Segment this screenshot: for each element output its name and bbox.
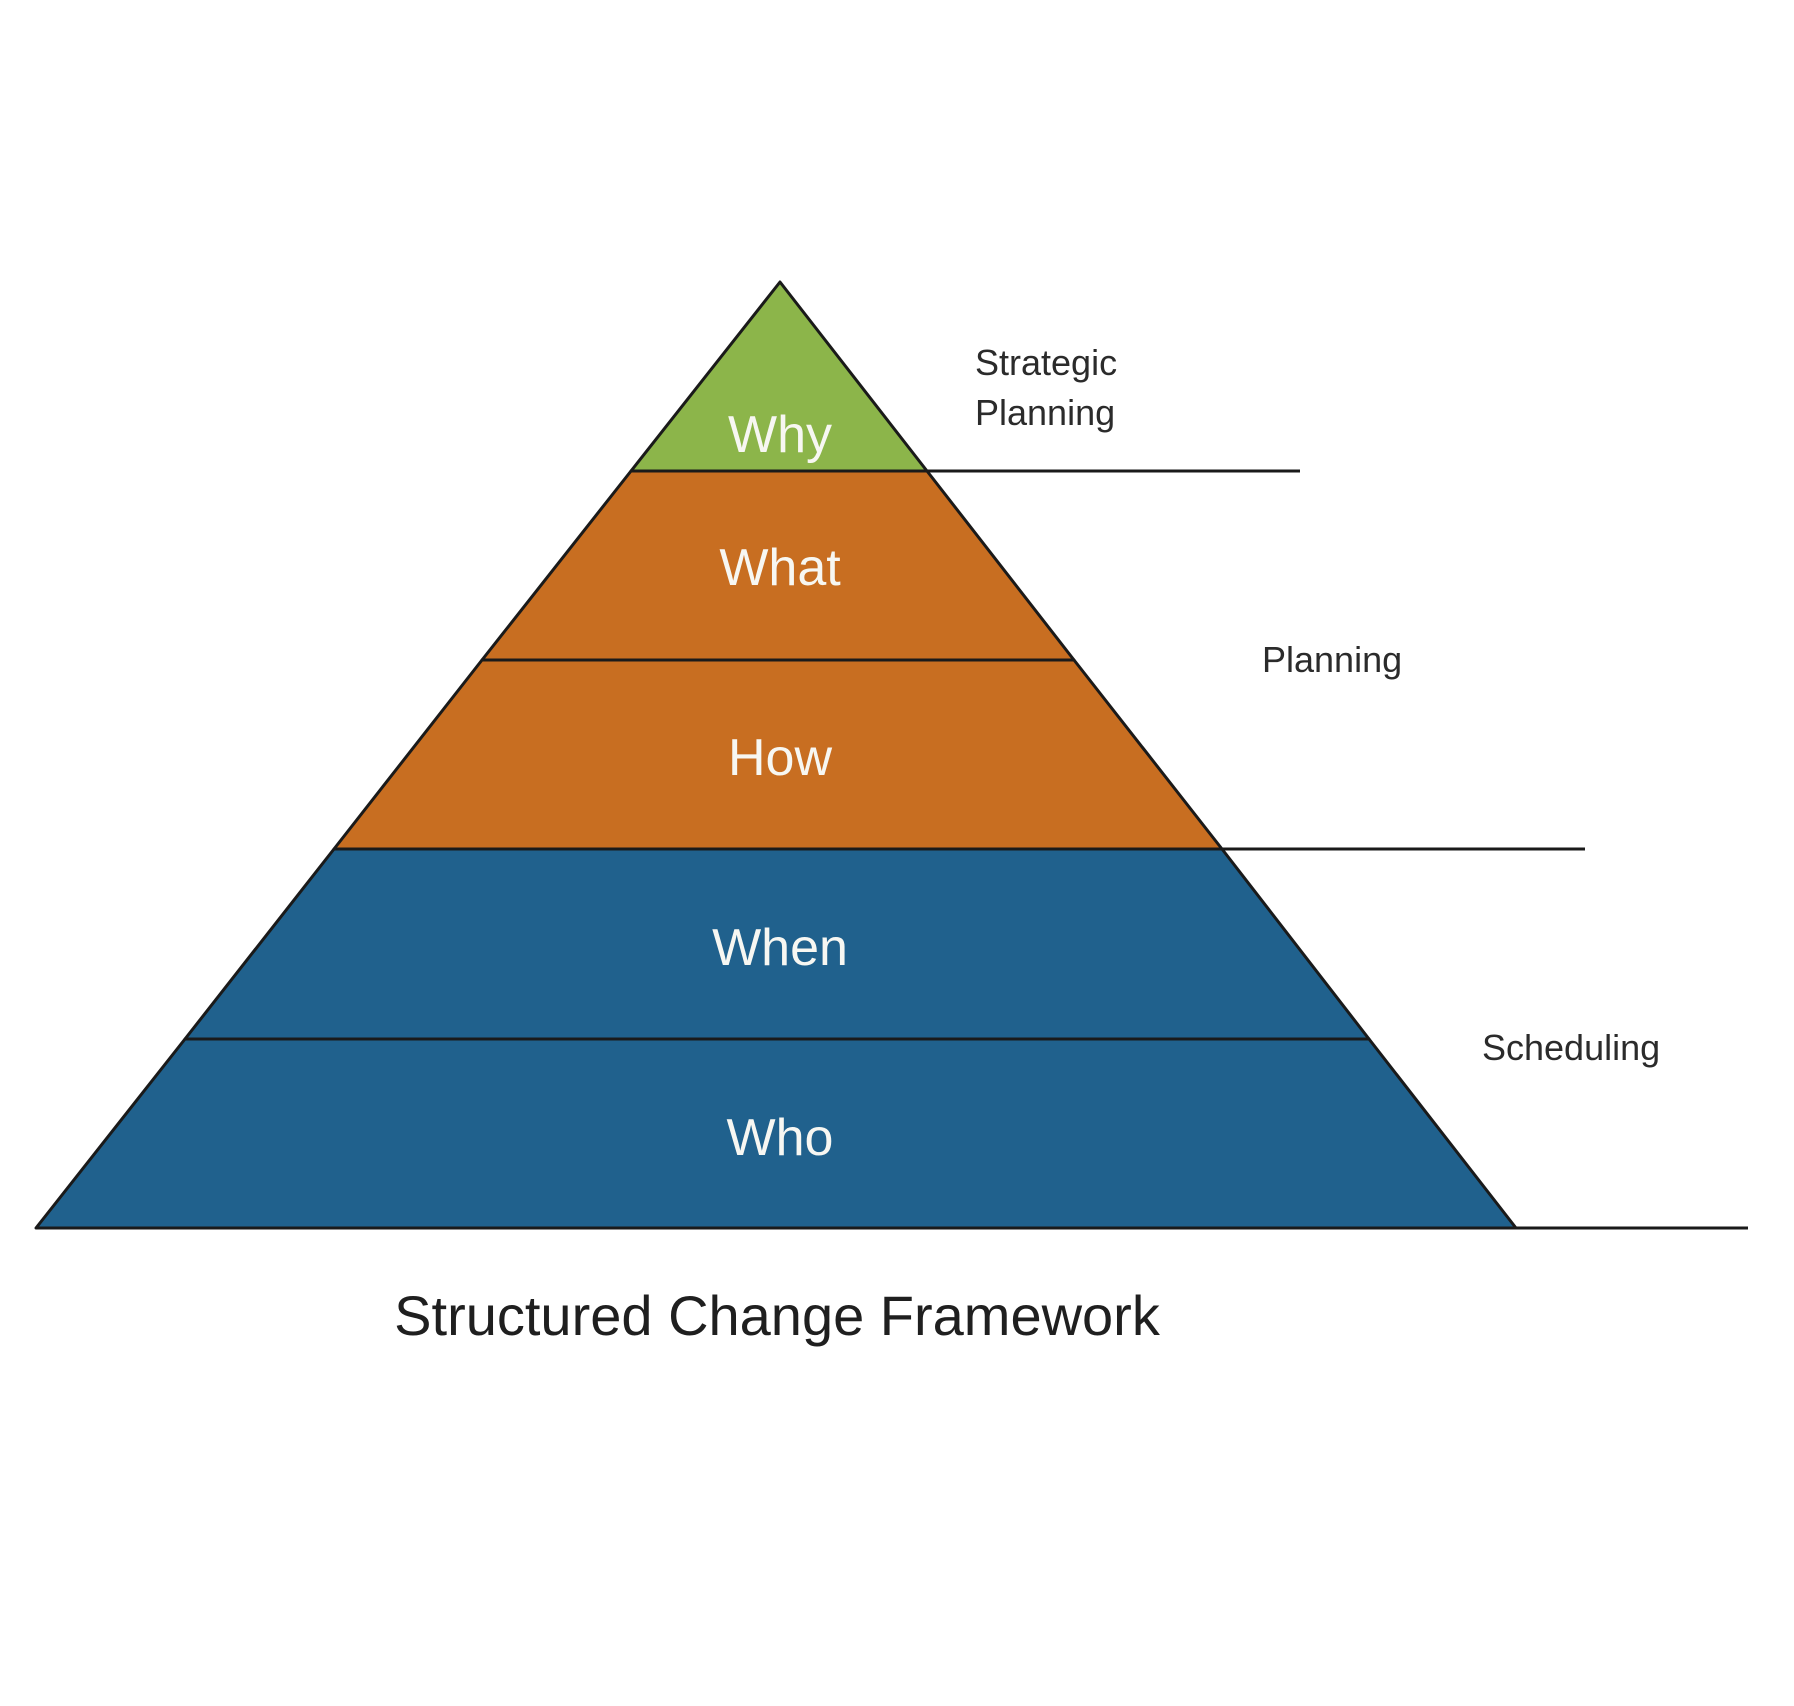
annotation-strategic-line1: Strategic: [975, 342, 1117, 383]
annotation-strategic-line2: Planning: [975, 392, 1115, 433]
layer-label-what: What: [719, 539, 841, 597]
diagram-title: Structured Change Framework: [394, 1284, 1161, 1347]
layer-label-who: Who: [727, 1109, 834, 1167]
layer-label-how: How: [728, 729, 832, 787]
layer-label-why: Why: [728, 406, 832, 464]
annotation-planning: Planning: [1262, 639, 1402, 680]
layer-label-when: When: [712, 919, 848, 977]
annotation-scheduling: Scheduling: [1482, 1027, 1660, 1068]
